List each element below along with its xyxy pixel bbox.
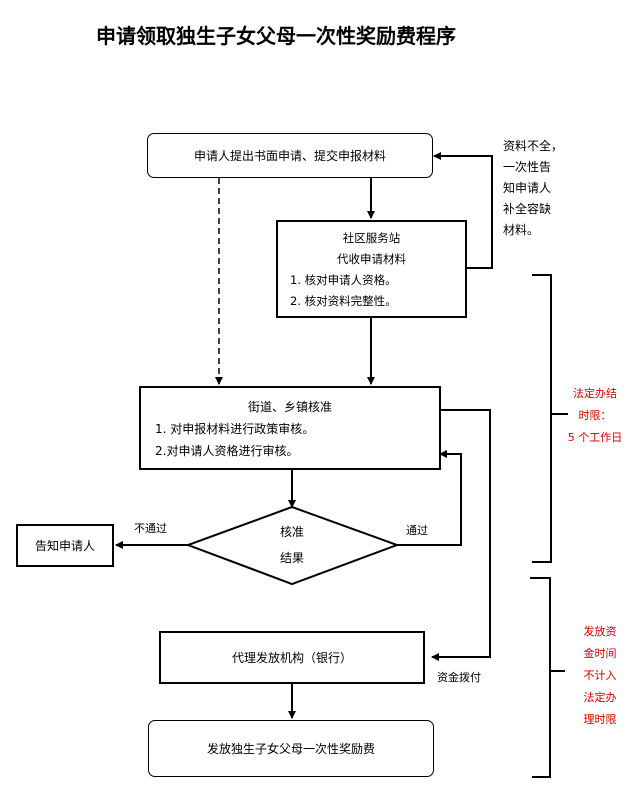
loop-pass-to-street <box>397 450 462 546</box>
note-incomplete-line: 一次性告 <box>503 160 552 174</box>
decision-text: 核准 结果 <box>262 519 322 571</box>
note-incomplete-line: 资料不全， <box>503 139 564 153</box>
node-apply: 申请人提出书面申请、提交申报材料 <box>147 133 433 178</box>
node-bank: 代理发放机构（银行） <box>159 631 425 684</box>
node-notify: 告知申请人 <box>16 524 114 567</box>
label-reject: 不通过 <box>134 522 167 535</box>
bracket-deadline <box>532 274 552 563</box>
notify-text: 告知申请人 <box>34 538 95 553</box>
decision-line-1: 核准 <box>279 525 304 539</box>
street-step-2: 2.对申请人资格进行审核。 <box>155 444 299 458</box>
community-step-1: 1. 核对申请人资格。 <box>290 273 397 287</box>
street-step-1: 1. 对申报材料进行政策审核。 <box>155 422 315 436</box>
label-funding: 资金拨付 <box>437 671 481 684</box>
street-title: 街道、乡镇核准 <box>247 400 332 414</box>
note-excluded-time: 发放资 金时间 不计入 法定办 理时限 <box>578 621 622 731</box>
node-payout: 发放独生子女父母一次性奖励费 <box>148 720 434 777</box>
community-title: 社区服务站 <box>342 231 401 245</box>
label-pass: 通过 <box>406 524 428 537</box>
note-excluded-line: 发放资 <box>583 625 617 638</box>
bracket-excluded <box>530 577 551 778</box>
note-incomplete-materials: 资料不全， 一次性告 知申请人 补全容缺 材料。 <box>503 136 563 241</box>
note-excluded-line: 法定办 <box>583 691 617 704</box>
note-incomplete-line: 补全容缺 <box>503 202 552 216</box>
bank-text: 代理发放机构（银行） <box>231 650 352 665</box>
note-excluded-line: 金时间 <box>583 647 617 660</box>
payout-text: 发放独生子女父母一次性奖励费 <box>206 741 375 756</box>
note-excluded-line: 不计入 <box>583 669 617 682</box>
node-street: 街道、乡镇核准 1. 对申报材料进行政策审核。 2.对申请人资格进行审核。 <box>139 386 441 470</box>
note-deadline: 法定办结 时限： 5 个工作日 <box>562 383 628 449</box>
decision-diamond <box>185 505 400 586</box>
note-incomplete-line: 材料。 <box>503 223 540 237</box>
note-deadline-line: 5 个工作日 <box>567 431 623 444</box>
loop-incomplete-materials <box>433 152 493 269</box>
note-deadline-line: 时限： <box>578 409 612 422</box>
note-excluded-line: 理时限 <box>583 713 617 726</box>
node-community: 社区服务站 代收申请材料 1. 核对申请人资格。 2. 核对资料完整性。 <box>276 220 467 318</box>
note-incomplete-line: 知申请人 <box>503 181 552 195</box>
community-subtitle: 代收申请材料 <box>337 252 406 266</box>
node-apply-text: 申请人提出书面申请、提交申报材料 <box>193 148 386 163</box>
arrow-street-to-bank <box>431 409 491 661</box>
note-deadline-line: 法定办结 <box>573 387 617 400</box>
decision-line-2: 结果 <box>279 551 304 565</box>
community-step-2: 2. 核对资料完整性。 <box>290 294 397 308</box>
page-title: 申请领取独生子女父母一次性奖励费程序 <box>96 24 456 48</box>
